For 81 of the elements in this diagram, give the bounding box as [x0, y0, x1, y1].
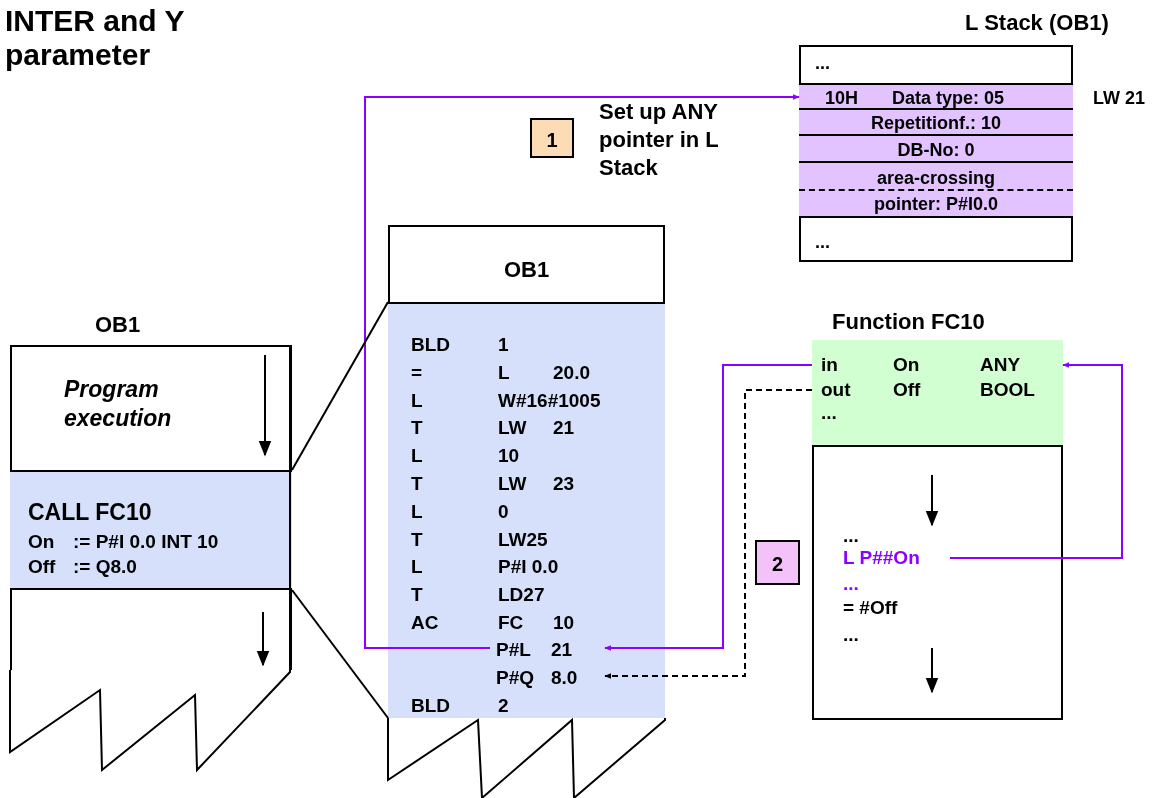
code-text: AC: [411, 611, 439, 635]
code-text: L: [411, 499, 423, 524]
code-text: P#Q: [496, 666, 535, 690]
cell-text: ...: [815, 52, 830, 75]
program-block: [388, 225, 665, 718]
interface-text: ...: [821, 401, 837, 425]
block-heading: OB1: [502, 256, 551, 284]
code-text: BLD: [411, 333, 451, 357]
cell-text: area-crossing: [875, 167, 997, 190]
code-text: L: [411, 555, 423, 580]
code-text: ...: [843, 572, 859, 596]
code-text: 20.0: [553, 360, 590, 385]
parameter-name: On: [28, 530, 55, 554]
code-text: T: [411, 527, 423, 552]
code-text: 10: [553, 611, 575, 635]
code-text: =: [411, 360, 423, 385]
interface-text: out: [821, 378, 851, 402]
step-number: 2: [770, 552, 785, 577]
interface-text: Off: [893, 378, 921, 402]
interface-text: in: [821, 353, 838, 377]
code-text: 10: [498, 444, 520, 469]
step-badge: [755, 540, 800, 585]
arrow: [604, 364, 813, 651]
connector-line: [291, 589, 389, 719]
arrow: [949, 362, 1123, 559]
cell-text: ...: [815, 231, 830, 254]
parameter-name: Off: [28, 555, 56, 579]
code-text: P#L: [496, 638, 531, 662]
code-text: = #Off: [843, 596, 898, 620]
code-text: T: [411, 583, 423, 608]
interface-text: ANY: [980, 353, 1021, 377]
stack-row: [799, 163, 1073, 218]
cell-text: 10H: [825, 87, 859, 110]
code-line: L P##On: [843, 546, 948, 570]
connector-line: [291, 301, 389, 471]
cell-text: DB-No: 0: [896, 139, 976, 162]
parameter-value: := Q8.0: [73, 555, 137, 579]
cell-text: Repetitionf.: 10: [870, 112, 1002, 135]
code-text: BLD: [411, 694, 451, 719]
block-text: Program execution: [64, 375, 173, 433]
arrow: [364, 94, 800, 649]
code-text: 8.0: [551, 666, 578, 690]
code-text: P#I 0.0: [498, 555, 559, 580]
parameter-value: := P#I 0.0 INT 10: [73, 530, 219, 554]
code-text: L: [411, 388, 423, 413]
code-text: LW: [498, 416, 527, 441]
table-heading: L Stack (OB1): [965, 9, 1109, 37]
code-listing-panel: [388, 302, 665, 718]
code-text: 21: [553, 416, 575, 441]
code-text: 2: [498, 694, 509, 719]
stack-row: [799, 110, 1073, 136]
call-block: [10, 470, 292, 590]
memory-address: LW 21: [1093, 87, 1145, 110]
interface-panel: [812, 340, 1063, 447]
code-text: 1: [498, 333, 509, 357]
block-heading: Function FC10: [832, 308, 985, 336]
code-text: FC: [498, 611, 524, 635]
code-text: T: [411, 416, 423, 441]
interface-text: BOOL: [980, 378, 1035, 402]
block-heading: OB1: [95, 311, 141, 339]
code-text: ...: [843, 623, 859, 647]
call-heading: CALL FC10: [28, 498, 152, 527]
step-description: Set up ANY pointer in L Stack: [599, 98, 720, 182]
arrow: [604, 389, 813, 679]
code-text: L: [411, 444, 423, 469]
code-text: ...: [843, 524, 859, 548]
cell-text: pointer: P#I0.0: [873, 193, 999, 216]
code-text: T: [411, 472, 423, 496]
code-text: LD27: [498, 583, 545, 608]
code-text: 23: [553, 472, 575, 496]
code-text: 21: [551, 638, 573, 662]
step-number: 1: [545, 128, 559, 153]
cell-text: Data type: 05: [892, 87, 1005, 110]
diagram-title: INTER and Y parameter: [5, 4, 185, 72]
code-text: LW25: [498, 527, 548, 552]
code-text: W#16#1005: [498, 388, 601, 413]
code-text: 0: [498, 499, 509, 524]
interface-text: On: [893, 353, 920, 377]
code-text: L: [498, 360, 510, 385]
code-text: LW: [498, 472, 527, 496]
stack-row: [799, 136, 1073, 163]
